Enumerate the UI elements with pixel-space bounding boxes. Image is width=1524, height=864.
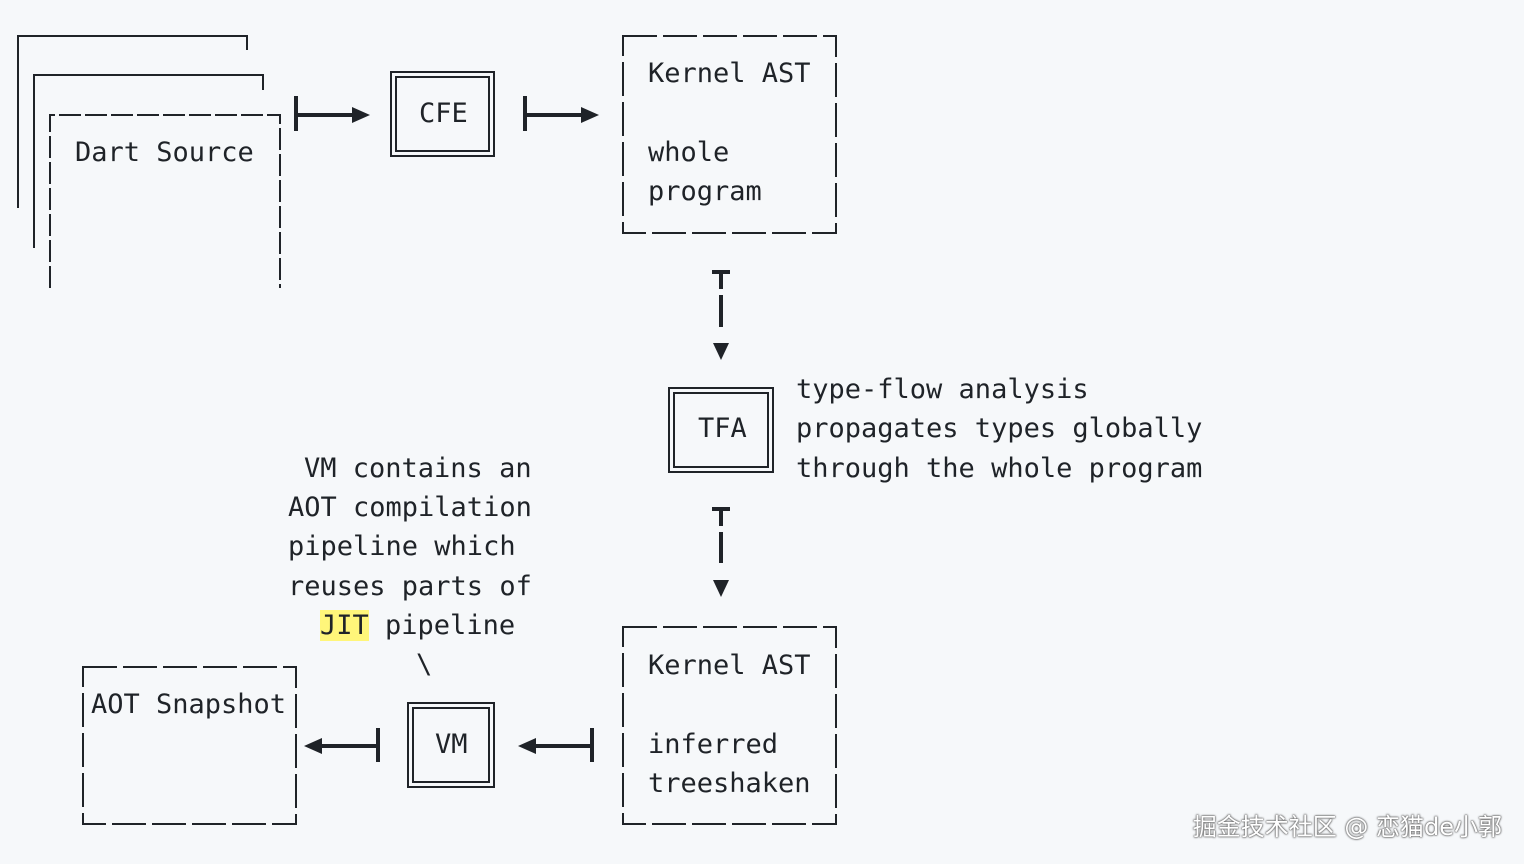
kernel-ast-top-line2: program (648, 176, 762, 207)
vm-note-pointer: \ (416, 649, 433, 680)
arrow-kernel-to-vm (518, 728, 594, 762)
kernel-ast-bottom-box (622, 626, 837, 825)
tfa-label: TFA (698, 413, 747, 444)
vm-note-line-1: VM contains an (304, 453, 532, 484)
tfa-box (668, 387, 774, 473)
vm-label: VM (435, 729, 468, 760)
kernel-ast-bottom-line2: treeshaken (648, 768, 811, 799)
vm-note-line-2: AOT compilation (288, 492, 532, 523)
kernel-ast-top-box (622, 35, 837, 234)
dart-source-stack (17, 35, 281, 288)
arrow-kernel-to-tfa (712, 270, 730, 360)
vm-note-line-5: JIT pipeline (320, 606, 515, 645)
watermark: 掘金技术社区 @ 恋猫de小郭 (1192, 813, 1502, 841)
aot-snapshot-label: AOT Snapshot (91, 689, 287, 720)
cfe-label: CFE (419, 98, 468, 129)
cfe-box (390, 71, 495, 157)
kernel-ast-bottom-line1: inferred (648, 729, 779, 760)
vm-note-last: pipeline (368, 610, 516, 641)
arrow-vm-to-aot (304, 728, 380, 762)
arrow-cfe-to-kernel (523, 96, 599, 131)
vm-note-line-4: reuses parts of (288, 571, 532, 602)
dart-source-label: Dart Source (75, 137, 254, 168)
kernel-ast-top-line1: whole (648, 137, 730, 168)
arrow-tfa-to-kernel (712, 507, 730, 597)
tfa-note-line-2: propagates types globally (796, 413, 1203, 444)
kernel-ast-top-title: Kernel AST (648, 58, 811, 89)
tfa-note-line-3: through the whole program (796, 453, 1203, 484)
arrow-source-to-cfe (294, 96, 370, 131)
kernel-ast-bottom-title: Kernel AST (648, 650, 811, 681)
vm-note-line-3: pipeline which (288, 531, 516, 562)
jit-highlight: JIT (320, 610, 369, 641)
tfa-note-line-1: type-flow analysis (796, 374, 1089, 405)
vm-box (407, 702, 495, 788)
aot-snapshot-box (82, 666, 297, 825)
